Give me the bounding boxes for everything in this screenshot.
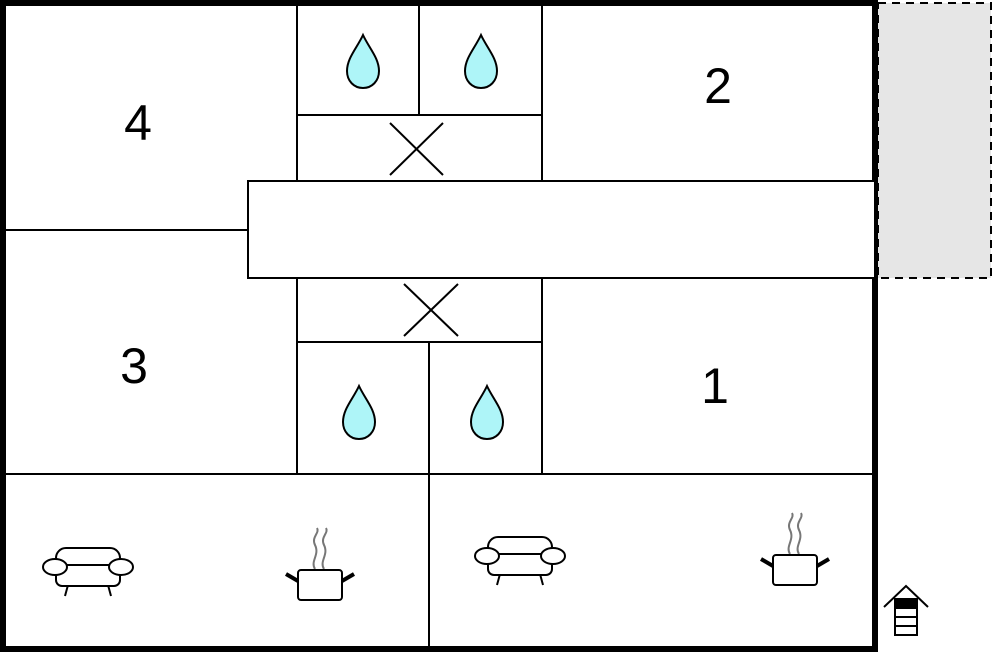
sofa-icon [474, 536, 566, 586]
water-drop-icon [469, 383, 505, 441]
water-drop-icon [345, 32, 381, 90]
room-label-3: 3 [120, 338, 148, 394]
house-entrance-icon [883, 584, 929, 636]
room-label-2: 2 [704, 58, 732, 114]
sofa-icon [42, 547, 134, 597]
cross-icon [403, 283, 459, 337]
interior-walls [3, 3, 875, 649]
room-label-1: 1 [701, 358, 729, 414]
room-label-4: 4 [124, 95, 152, 151]
water-drop-icon [341, 383, 377, 441]
terrace-area [877, 2, 992, 279]
cooking-pot-icon [759, 512, 831, 586]
water-drop-icon [463, 32, 499, 90]
cooking-pot-icon [284, 527, 356, 601]
cross-icon [389, 122, 444, 176]
outer-wall [0, 0, 878, 652]
corridor [247, 180, 876, 279]
